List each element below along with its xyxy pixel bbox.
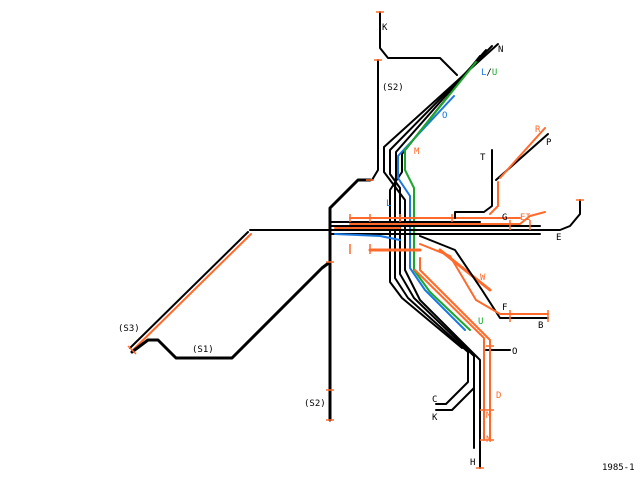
label-u: U	[492, 68, 497, 78]
label-k-bottom: K	[432, 413, 438, 423]
label-w: W	[480, 273, 486, 283]
line-m-south	[414, 269, 485, 441]
label-b: B	[538, 321, 543, 331]
label-s2-top: (S2)	[382, 83, 404, 93]
station-labels: K N L/U (S2) O R P M T L G EI E W F B U …	[118, 23, 635, 473]
trunk-green-u	[404, 61, 477, 331]
trunk-northeast-4	[389, 55, 481, 349]
label-p: P	[546, 138, 552, 148]
route-lines	[129, 11, 581, 469]
line-b-orange	[419, 243, 549, 315]
line-s2-main	[328, 178, 372, 422]
line-p-orange	[489, 181, 499, 215]
line-w-orange	[438, 248, 492, 292]
line-t	[454, 149, 493, 219]
station-ticks	[127, 11, 584, 469]
line-s3-orange	[132, 233, 252, 351]
line-west-blue	[334, 233, 401, 241]
line-s2	[371, 59, 379, 181]
label-k-top: K	[382, 23, 388, 33]
label-year: 1985-1	[602, 463, 635, 473]
line-east-orange-2	[349, 211, 546, 225]
label-n-bottom: N	[486, 435, 491, 445]
line-c-k-south-2	[435, 359, 475, 411]
label-o-blue: O	[442, 111, 447, 121]
label-d: D	[496, 391, 501, 401]
label-l-u: L/U	[481, 68, 497, 78]
label-f: F	[502, 303, 507, 313]
label-m-orange: M	[414, 147, 420, 157]
label-e: E	[556, 233, 561, 243]
label-g: G	[502, 213, 507, 223]
label-s1: (S1)	[192, 345, 214, 355]
line-s3	[129, 231, 249, 349]
line-s1	[130, 260, 332, 360]
label-r: R	[535, 125, 541, 135]
trunk-blue-o	[397, 95, 466, 331]
label-m-bottom: M	[486, 411, 492, 421]
label-ei: EI	[520, 213, 531, 223]
label-t: T	[480, 153, 486, 163]
label-s3: (S3)	[118, 324, 140, 334]
label-n: N	[498, 45, 503, 55]
label-u-green: U	[478, 317, 483, 327]
line-f	[419, 235, 549, 319]
tick-s3	[127, 345, 137, 355]
line-e-main	[249, 199, 581, 231]
line-d-south	[419, 257, 491, 441]
label-l: L	[481, 68, 486, 78]
line-k-north	[379, 11, 458, 76]
label-o-black: O	[512, 347, 517, 357]
label-s2-bottom: (S2)	[304, 399, 326, 409]
line-c-k-south	[435, 359, 469, 405]
line-r-orange	[499, 127, 546, 179]
label-slash: /	[486, 68, 491, 78]
label-h: H	[470, 458, 475, 468]
label-c: C	[432, 395, 437, 405]
label-l-blue: L	[386, 199, 391, 209]
